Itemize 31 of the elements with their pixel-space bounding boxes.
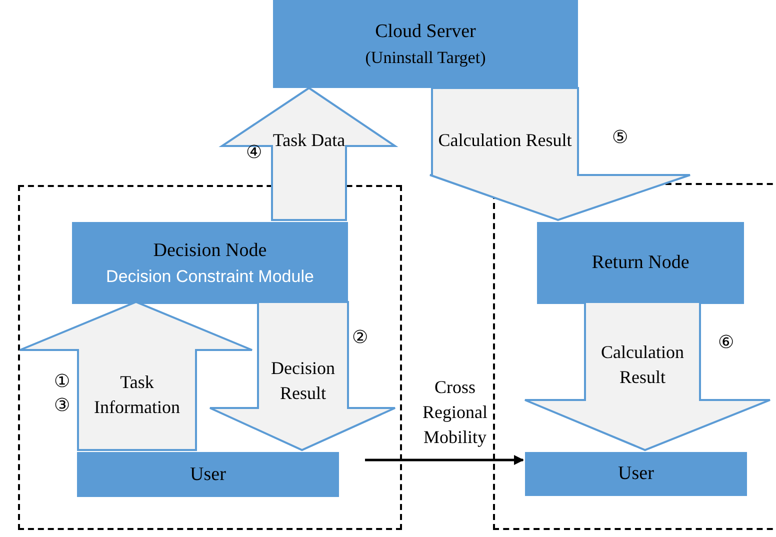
block-arrow — [209, 301, 396, 452]
block-arrow — [218, 86, 398, 221]
box-subtitle: (Uninstall Target) — [365, 47, 486, 68]
process-box — [72, 222, 348, 304]
arrow — [365, 455, 524, 465]
step-number: ⑤ — [612, 128, 628, 146]
block-arrow — [429, 87, 691, 222]
box-title: User — [618, 462, 654, 486]
block-arrow — [19, 300, 253, 451]
edge-label: Task Data — [272, 129, 346, 152]
step-number: ③ — [54, 396, 70, 414]
process-box — [77, 452, 339, 497]
box-title: User — [190, 462, 226, 486]
process-box — [537, 222, 744, 304]
box-title: Decision Node — [153, 238, 267, 262]
edge-label: Decision Result — [270, 357, 336, 405]
edge-label: Calculation Result — [600, 341, 685, 389]
step-number: ④ — [246, 143, 262, 161]
edge-label: Calculation Result — [437, 129, 573, 152]
step-number: ⑥ — [718, 333, 734, 351]
step-number: ① — [54, 372, 70, 390]
process-box — [525, 452, 747, 496]
step-number: ② — [352, 328, 368, 346]
dashed-region — [18, 185, 402, 530]
process-box — [273, 0, 578, 88]
edge-label: Task Information — [93, 371, 181, 419]
edge-label: Cross Regional Mobility — [422, 376, 488, 449]
box-title: Return Node — [592, 251, 690, 275]
box-title: Cloud Server — [375, 20, 476, 44]
block-arrow — [524, 301, 771, 452]
box-subtitle: Decision Constraint Module — [106, 266, 314, 288]
